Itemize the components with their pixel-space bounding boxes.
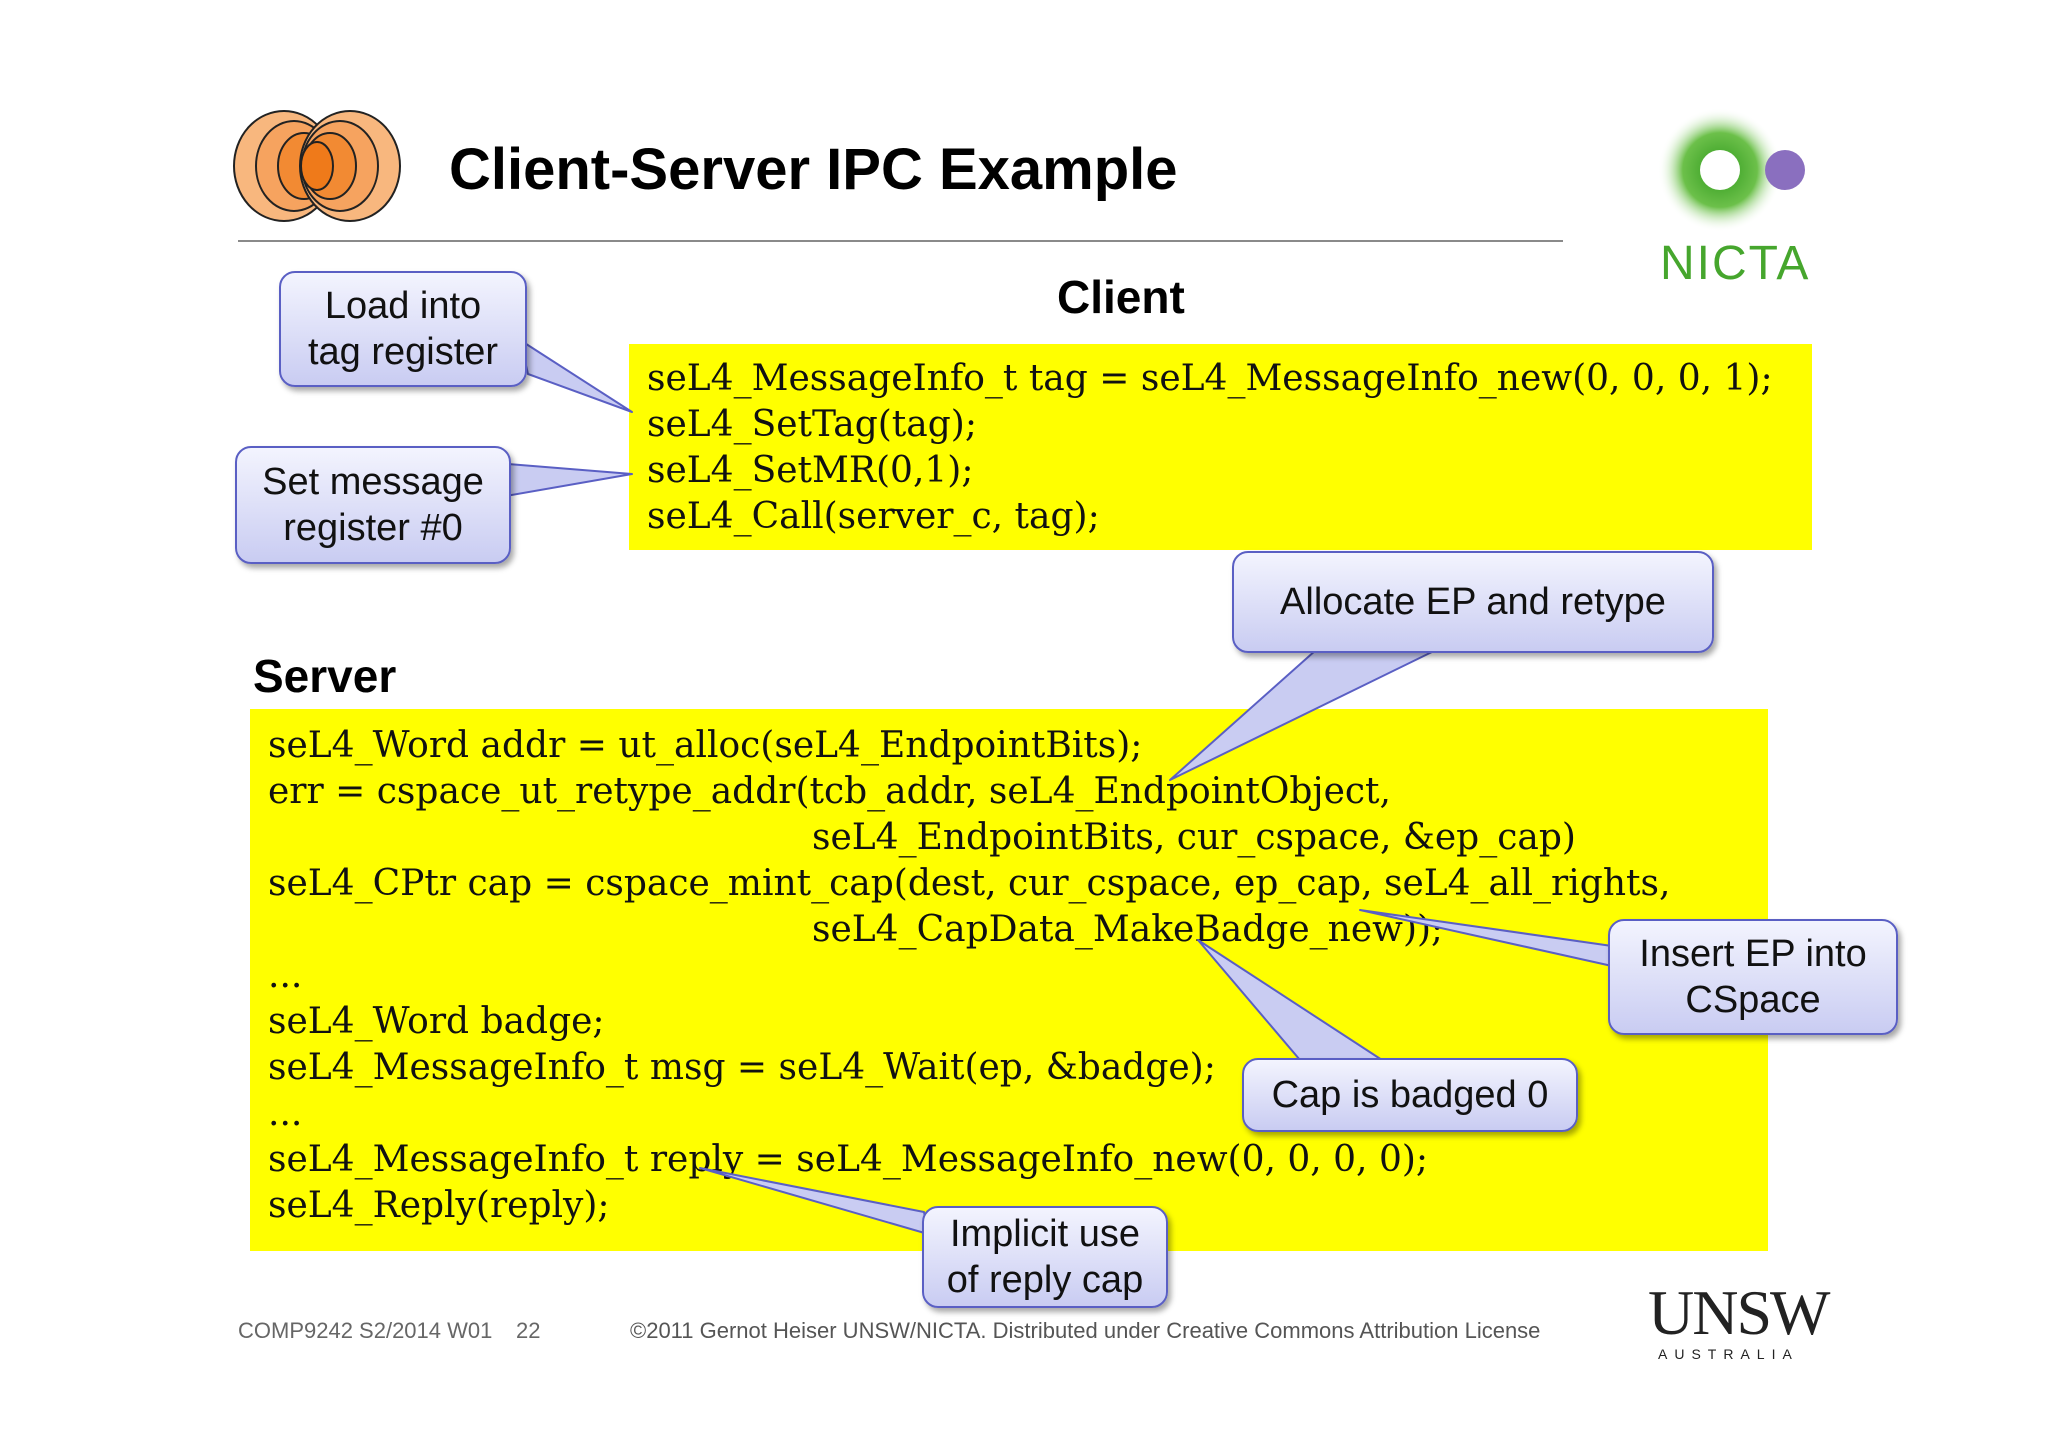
callout-pointer-set-mr: [505, 463, 633, 497]
callout-load-tag: Load into tag register: [279, 271, 527, 387]
client-code-box: seL4_MessageInfo_t tag = seL4_MessageInf…: [629, 344, 1812, 550]
server-heading: Server: [253, 650, 397, 702]
client-code-line: seL4_Call(server_c, tag);: [647, 496, 1100, 537]
nicta-logo-text: NICTA: [1660, 237, 1811, 290]
footer-copyright: ©2011 Gernot Heiser UNSW/NICTA. Distribu…: [630, 1318, 1541, 1343]
server-code-line: seL4_Reply(reply);: [268, 1185, 610, 1226]
server-code-line: ...: [268, 955, 303, 996]
callout-text: Insert EP into: [1639, 933, 1867, 975]
server-code-line: seL4_MessageInfo_t reply = seL4_MessageI…: [268, 1139, 1429, 1180]
server-code-box: seL4_Word addr = ut_alloc(seL4_EndpointB…: [250, 709, 1768, 1251]
callout-allocate-ep: Allocate EP and retype: [1232, 551, 1714, 653]
server-code-line: ...: [268, 1093, 303, 1134]
unsw-logo-word: UNSW: [1648, 1277, 1830, 1348]
server-code-line: seL4_CapData_MakeBadge_new));: [812, 909, 1444, 950]
callout-text: of reply cap: [946, 1259, 1144, 1301]
callout-text: Allocate EP and retype: [1280, 581, 1666, 623]
nicta-logo-mark: [1658, 108, 1805, 232]
callout-cap-badged: Cap is badged 0: [1242, 1058, 1578, 1132]
callout-insert-ep: Insert EP into CSpace: [1608, 919, 1898, 1035]
callout-text: CSpace: [1685, 979, 1821, 1021]
callout-text: register #0: [283, 507, 463, 549]
callout-pointer-insert-ep: [1359, 909, 1613, 967]
callout-pointer-load-tag: [519, 339, 633, 413]
unsw-logo-subtitle: AUSTRALIA: [1658, 1346, 1799, 1362]
client-code-line: seL4_MessageInfo_t tag = seL4_MessageInf…: [647, 358, 1773, 399]
callout-set-mr: Set message register #0: [235, 446, 511, 564]
title-divider: [238, 240, 1563, 242]
callout-pointer-cap-badged: [1197, 939, 1383, 1061]
server-code-line: seL4_EndpointBits, cur_cspace, &ep_cap): [812, 817, 1576, 858]
footer-page-number: 22: [516, 1318, 541, 1343]
server-code-line: seL4_Word addr = ut_alloc(seL4_EndpointB…: [268, 725, 1143, 766]
server-code-line: seL4_MessageInfo_t msg = seL4_Wait(ep, &…: [268, 1047, 1216, 1088]
slide-title: Client-Server IPC Example: [449, 137, 1178, 202]
server-code-line: err = cspace_ut_retype_addr(tcb_addr, se…: [268, 771, 1391, 812]
footer-course: COMP9242 S2/2014 W01: [238, 1318, 493, 1343]
callout-implicit-reply: Implicit use of reply cap: [922, 1206, 1168, 1308]
callout-text: Set message: [262, 461, 484, 503]
callout-text: Implicit use: [949, 1213, 1141, 1255]
callout-text: Cap is badged 0: [1271, 1074, 1549, 1116]
callout-pointer-allocate-ep: [1169, 649, 1437, 781]
client-heading: Client: [1057, 271, 1185, 323]
server-code-line: seL4_CPtr cap = cspace_mint_cap(dest, cu…: [268, 863, 1671, 904]
client-code-line: seL4_SetTag(tag);: [647, 404, 977, 445]
client-code-line: seL4_SetMR(0,1);: [647, 450, 974, 491]
server-code-line: seL4_Word badge;: [268, 1001, 605, 1042]
callout-text: Load into: [324, 285, 482, 327]
callout-pointer-implicit-reply: [699, 1167, 929, 1235]
course-logo: [233, 110, 401, 222]
callout-text: tag register: [307, 331, 499, 373]
